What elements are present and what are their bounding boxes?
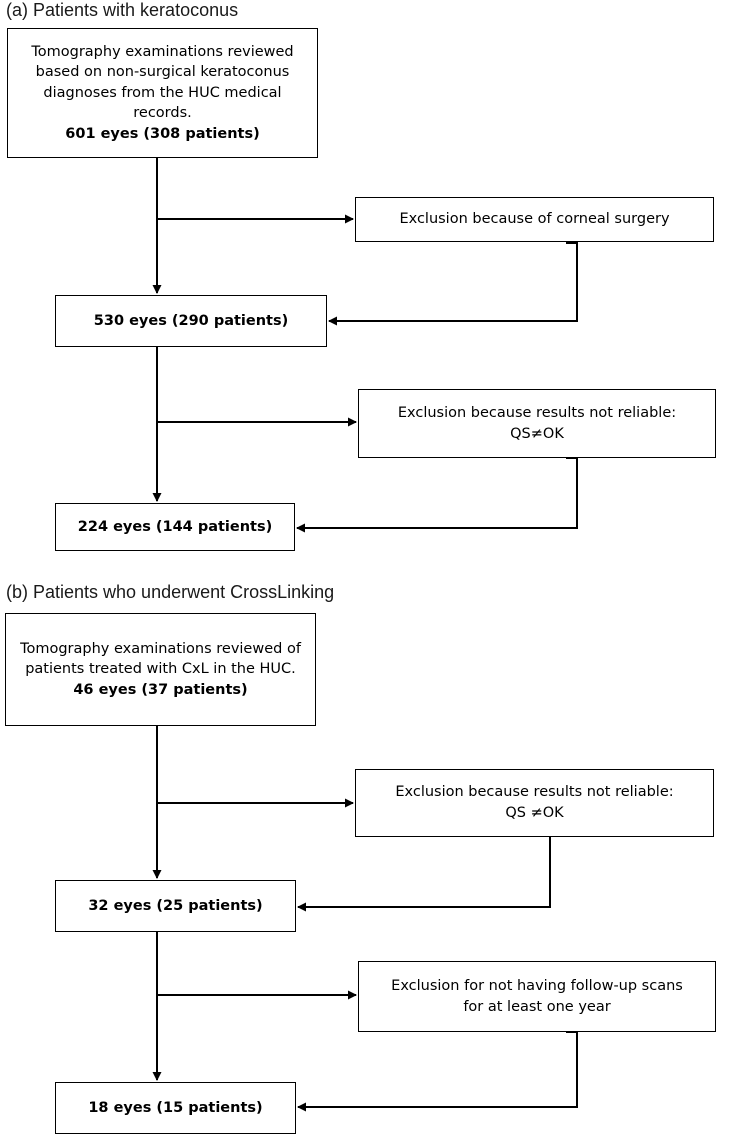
b-exclusion-1-line-2: QS ≠OK bbox=[505, 805, 564, 821]
b-return-exclusion-1 bbox=[297, 837, 551, 912]
a-exclusion-corneal-surgery: Exclusion because of corneal surgery bbox=[355, 197, 714, 242]
a-start-line-4: records. bbox=[133, 105, 192, 122]
section-b-title: (b) Patients who underwent CrossLinking bbox=[6, 582, 335, 602]
a-start-count: 601 eyes (308 patients) bbox=[65, 125, 260, 142]
a-exclusion-1-line-1: Exclusion because of corneal surgery bbox=[399, 211, 670, 228]
a-result-530: 530 eyes (290 patients) bbox=[55, 295, 327, 347]
b-result-18: 18 eyes (15 patients) bbox=[55, 1082, 296, 1134]
b-exclusion-follow-up: Exclusion for not having follow-up scans… bbox=[358, 961, 716, 1032]
b-start-count: 46 eyes (37 patients) bbox=[73, 681, 248, 698]
a-start-line-2: based on non-surgical keratoconus bbox=[35, 64, 290, 81]
b-result-32: 32 eyes (25 patients) bbox=[55, 880, 296, 932]
b-exclusion-not-reliable: Exclusion because results not reliable: … bbox=[355, 769, 714, 837]
b-exclusion-1-line-1: Exclusion because results not reliable: bbox=[395, 784, 674, 801]
b-start-line-2: patients treated with CxL in the HUC. bbox=[25, 661, 296, 678]
b-exclusion-2-line-1: Exclusion for not having follow-up scans bbox=[391, 977, 683, 994]
a-return-exclusion-2 bbox=[296, 457, 578, 533]
b-result-1-count: 32 eyes (25 patients) bbox=[88, 897, 263, 914]
a-result-224: 224 eyes (144 patients) bbox=[55, 503, 295, 551]
b-start-box: Tomography examinations reviewed of pati… bbox=[5, 613, 316, 726]
a-start-line-3: diagnoses from the HUC medical bbox=[43, 84, 282, 101]
a-result-2-count: 224 eyes (144 patients) bbox=[77, 518, 273, 535]
b-exclusion-2-line-2: for at least one year bbox=[463, 998, 611, 1015]
a-start-line-1: Tomography examinations reviewed bbox=[31, 43, 294, 60]
b-return-exclusion-2 bbox=[297, 1031, 578, 1112]
a-result-1-count: 530 eyes (290 patients) bbox=[93, 312, 289, 329]
b-start-line-1: Tomography examinations reviewed of bbox=[20, 640, 301, 657]
section-a-title: (a) Patients with keratoconus bbox=[6, 0, 239, 20]
a-return-exclusion-1 bbox=[328, 242, 578, 326]
a-exclusion-2-line-2: QS≠OK bbox=[510, 425, 564, 442]
a-exclusion-2-line-1: Exclusion because results not reliable: bbox=[397, 404, 677, 421]
a-exclusion-not-reliable: Exclusion because results not reliable: … bbox=[358, 389, 716, 458]
b-result-2-count: 18 eyes (15 patients) bbox=[88, 1099, 263, 1116]
a-start-box: Tomography examinations reviewed based o… bbox=[7, 28, 318, 158]
